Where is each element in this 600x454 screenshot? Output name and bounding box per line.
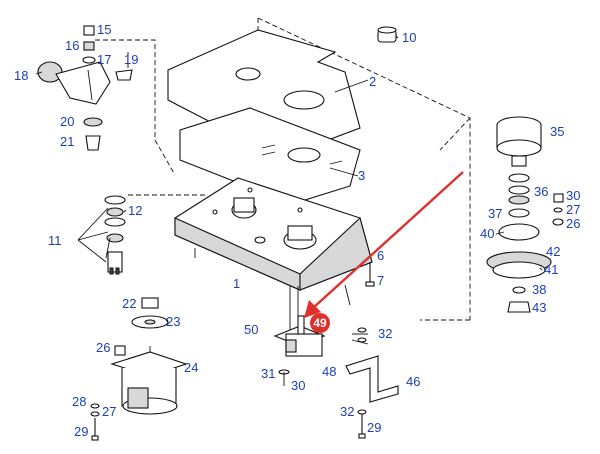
callout-labels: 1 2 3 6 7 10 11 12 15 16 17 18 19 20 21 … bbox=[14, 22, 580, 439]
gasket bbox=[179, 107, 361, 205]
callout-27-right: 27 bbox=[566, 202, 580, 217]
callout-7: 7 bbox=[377, 273, 384, 288]
callout-18: 18 bbox=[14, 68, 28, 83]
callout-46: 46 bbox=[406, 374, 420, 389]
callout-26-left: 26 bbox=[96, 340, 110, 355]
callout-21: 21 bbox=[60, 134, 74, 149]
callout-15: 15 bbox=[97, 22, 111, 37]
top-plate bbox=[167, 29, 361, 159]
callout-23: 23 bbox=[166, 314, 180, 329]
callout-35: 35 bbox=[550, 124, 564, 139]
control-knob-assembly bbox=[486, 116, 564, 313]
cap bbox=[377, 26, 397, 43]
callout-38: 38 bbox=[532, 282, 546, 297]
callout-19: 19 bbox=[124, 52, 138, 67]
callout-1: 1 bbox=[233, 276, 240, 291]
callout-3: 3 bbox=[358, 168, 365, 183]
callout-16: 16 bbox=[65, 38, 79, 53]
callout-32-top: 32 bbox=[378, 326, 392, 341]
callout-22: 22 bbox=[122, 296, 136, 311]
callout-42: 42 bbox=[546, 244, 560, 259]
callout-29-right: 29 bbox=[367, 420, 381, 435]
callout-32-bottom: 32 bbox=[340, 404, 354, 419]
callout-11: 11 bbox=[48, 233, 62, 248]
callout-29-left: 29 bbox=[74, 424, 88, 439]
handle-assembly bbox=[37, 25, 133, 151]
callout-20: 20 bbox=[60, 114, 74, 129]
main-panel bbox=[174, 177, 373, 306]
highlight-arrow bbox=[304, 171, 464, 318]
callout-31: 31 bbox=[261, 366, 275, 381]
toggle-switch-assembly bbox=[104, 195, 126, 275]
microswitch-assembly bbox=[273, 286, 326, 386]
callout-37: 37 bbox=[488, 206, 502, 221]
screw-6-7 bbox=[365, 262, 375, 287]
callout-10: 10 bbox=[402, 30, 416, 45]
callout-40: 40 bbox=[480, 226, 494, 241]
callout-6: 6 bbox=[377, 248, 384, 263]
callout-12: 12 bbox=[128, 203, 142, 218]
callout-2: 2 bbox=[369, 74, 376, 89]
assembly-dash-lines bbox=[95, 17, 471, 321]
callout-24: 24 bbox=[184, 360, 198, 375]
highlight-label: 49 bbox=[313, 316, 327, 330]
motor-assembly bbox=[90, 297, 188, 441]
callout-50: 50 bbox=[244, 322, 258, 337]
callout-28: 28 bbox=[72, 394, 86, 409]
callout-26-right: 26 bbox=[566, 216, 580, 231]
leader-lines bbox=[35, 35, 543, 345]
callout-30-bottom: 30 bbox=[291, 378, 305, 393]
callout-41: 41 bbox=[544, 262, 558, 277]
callout-17: 17 bbox=[97, 52, 111, 67]
mounting-bracket bbox=[345, 327, 399, 439]
callout-27-left: 27 bbox=[102, 404, 116, 419]
highlight-callout-49[interactable]: 49 bbox=[310, 313, 330, 333]
callout-36: 36 bbox=[534, 184, 548, 199]
callout-43: 43 bbox=[532, 300, 546, 315]
callout-48: 48 bbox=[322, 364, 336, 379]
callout-30-right: 30 bbox=[566, 188, 580, 203]
